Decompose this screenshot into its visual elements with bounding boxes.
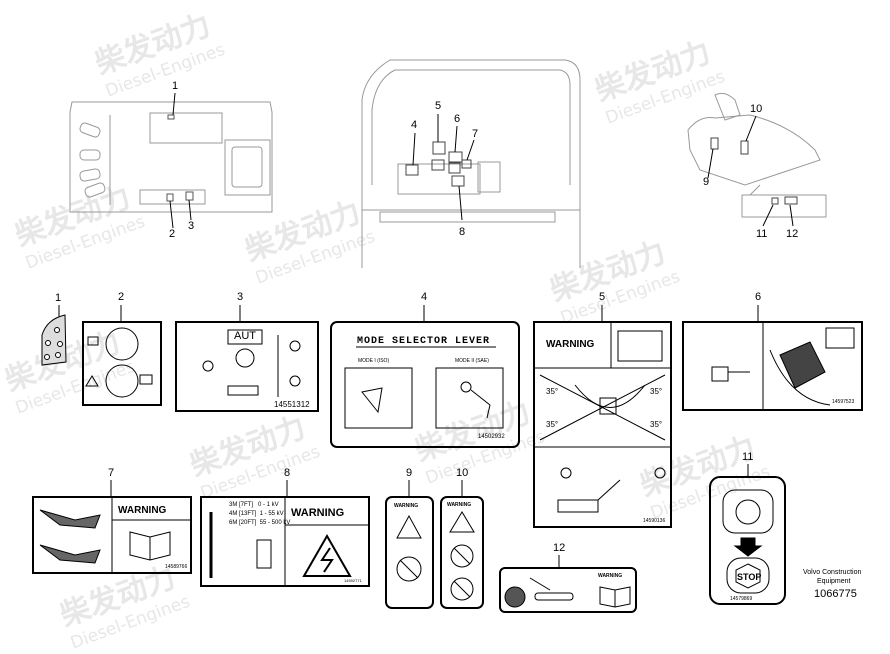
leader-line xyxy=(169,200,174,229)
callout-10: 10 xyxy=(750,103,763,115)
decal-8-line1: 3M [7FT] 0 - 1 kV xyxy=(229,502,279,508)
callout-11: 11 xyxy=(756,228,768,240)
decal-5 xyxy=(533,321,672,528)
callout-8: 8 xyxy=(459,226,466,238)
decal-callout-11: 11 xyxy=(742,451,754,463)
callout-5: 5 xyxy=(435,100,442,112)
decal-10 xyxy=(440,496,484,609)
decal-callout-4: 4 xyxy=(421,291,428,303)
cab-view xyxy=(361,59,581,268)
decal-8-warning: WARNING xyxy=(291,507,345,519)
decal-5-angle-tl: 35° xyxy=(546,387,559,396)
decal-8-line3: 6M [20FT] 55 - 500 kV xyxy=(229,520,291,526)
control-panel-labels xyxy=(166,114,194,202)
decal-6-part-no: 14597523 xyxy=(832,399,855,405)
decal-4-part-no: 14502932 xyxy=(478,434,505,440)
leader-line xyxy=(172,92,176,116)
decal-8 xyxy=(200,496,370,587)
control-panel-view xyxy=(69,101,273,213)
decal-4-title: MODE SELECTOR LEVER xyxy=(357,336,491,347)
leader-line xyxy=(745,115,757,142)
decal-10-warning: WARNING xyxy=(447,502,472,508)
decal-9 xyxy=(385,496,434,609)
leader-line xyxy=(412,132,416,166)
decal-4 xyxy=(330,321,520,448)
decal-5-angle-bl: 35° xyxy=(546,420,559,429)
decal-8-part-no: 14592771 xyxy=(344,578,362,583)
callout-2: 2 xyxy=(169,228,176,240)
decal-callout-10: 10 xyxy=(456,467,469,479)
leader-line xyxy=(789,204,794,227)
decal-5-warning: WARNING xyxy=(546,339,595,350)
decal-7 xyxy=(32,496,192,574)
cab-labels xyxy=(405,141,472,187)
decal-11-stop: STOP xyxy=(737,572,762,582)
decal-11-part-no: 14579869 xyxy=(730,596,753,602)
decal-12 xyxy=(499,567,637,613)
decal-7-warning: WARNING xyxy=(118,505,167,516)
leader-line xyxy=(466,139,475,161)
right-console-labels xyxy=(710,137,798,205)
callout-4: 4 xyxy=(411,119,418,131)
decal-9-warning: WARNING xyxy=(394,503,419,509)
leader-line xyxy=(454,125,458,153)
callout-1: 1 xyxy=(172,80,179,92)
decal-5-angle-tr: 35° xyxy=(650,387,663,396)
leader-line xyxy=(458,185,463,221)
decal-callout-7: 7 xyxy=(108,467,115,479)
decal-3 xyxy=(175,321,319,412)
leader-line xyxy=(188,199,192,221)
brand-number: 1066775 xyxy=(814,588,857,600)
decal-callout-3: 3 xyxy=(237,291,244,303)
decal-callout-6: 6 xyxy=(755,291,762,303)
right-console-view xyxy=(687,92,827,218)
decal-callout-1: 1 xyxy=(55,292,62,304)
decal-2 xyxy=(82,321,162,406)
decal-1 xyxy=(41,314,67,366)
decal-callout-9: 9 xyxy=(406,467,413,479)
decal-diagram xyxy=(32,59,863,613)
decal-callout-12: 12 xyxy=(553,542,566,554)
callout-3: 3 xyxy=(188,220,195,232)
decal-callout-2: 2 xyxy=(118,291,125,303)
leader-line xyxy=(762,204,774,227)
decal-5-angle-br: 35° xyxy=(650,420,663,429)
brand-line-1: Volvo Construction xyxy=(803,569,862,576)
callout-6: 6 xyxy=(454,113,461,125)
decal-11 xyxy=(709,476,786,605)
decal-7-part-no: 14589766 xyxy=(165,564,188,570)
leader-line xyxy=(707,148,714,179)
decal-3-panel-text: AUT xyxy=(234,330,256,342)
callout-7: 7 xyxy=(472,128,479,140)
decal-5-part-no: 14590136 xyxy=(643,518,666,524)
brand-line-2: Equipment xyxy=(817,578,851,585)
decal-callout-8: 8 xyxy=(284,467,291,479)
decal-4-mode2: MODE II (SAE) xyxy=(455,358,489,364)
callout-12: 12 xyxy=(786,228,799,240)
decal-12-warning: WARNING xyxy=(598,573,623,579)
callout-9: 9 xyxy=(703,176,710,188)
decal-3-part-no: 14551312 xyxy=(274,400,310,409)
decal-callout-5: 5 xyxy=(599,291,606,303)
decal-6 xyxy=(682,321,863,411)
decal-8-line2: 4M [13FT] 1 - 55 kV xyxy=(229,511,284,517)
decal-4-mode1: MODE I (ISO) xyxy=(358,358,390,364)
